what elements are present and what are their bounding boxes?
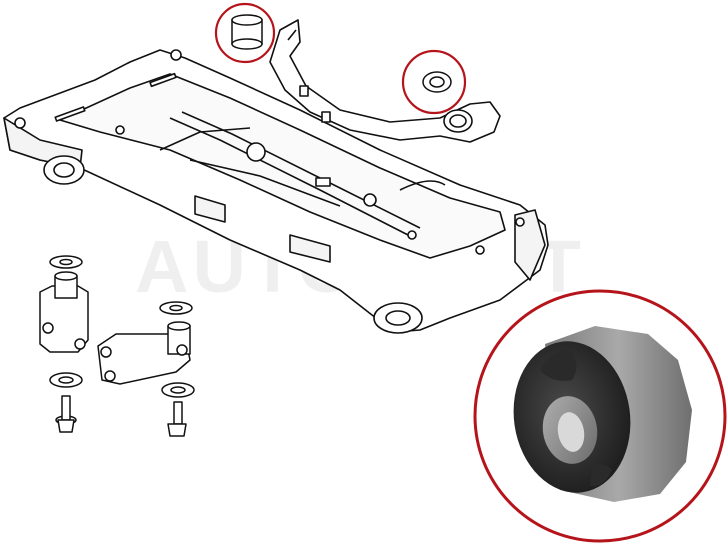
- bushing-icon-small-top: [231, 14, 263, 50]
- crossmember-subframe: [3, 49, 549, 334]
- mount-bracket-icon-left: [39, 271, 89, 353]
- highlight-circle-arm-bushing: [401, 49, 467, 115]
- highlight-circle-subframe-bushing: [214, 2, 276, 64]
- trailing-arm: [269, 19, 501, 143]
- washer-icon-left-top: [49, 255, 83, 269]
- bushing-product-photo: [513, 326, 692, 502]
- highlight-circle-product: [473, 289, 727, 543]
- washer-icon-right-bottom: [161, 382, 195, 398]
- bushing-icon-small-arm: [422, 71, 452, 93]
- mount-bracket-icon-right: [97, 321, 191, 385]
- bolt-icon-right: [167, 401, 187, 437]
- washer-icon-left-bottom: [49, 372, 83, 388]
- mount-hardware-group: [39, 255, 195, 437]
- washer-icon-right-top: [159, 301, 193, 315]
- bolt-icon-left: [55, 395, 77, 433]
